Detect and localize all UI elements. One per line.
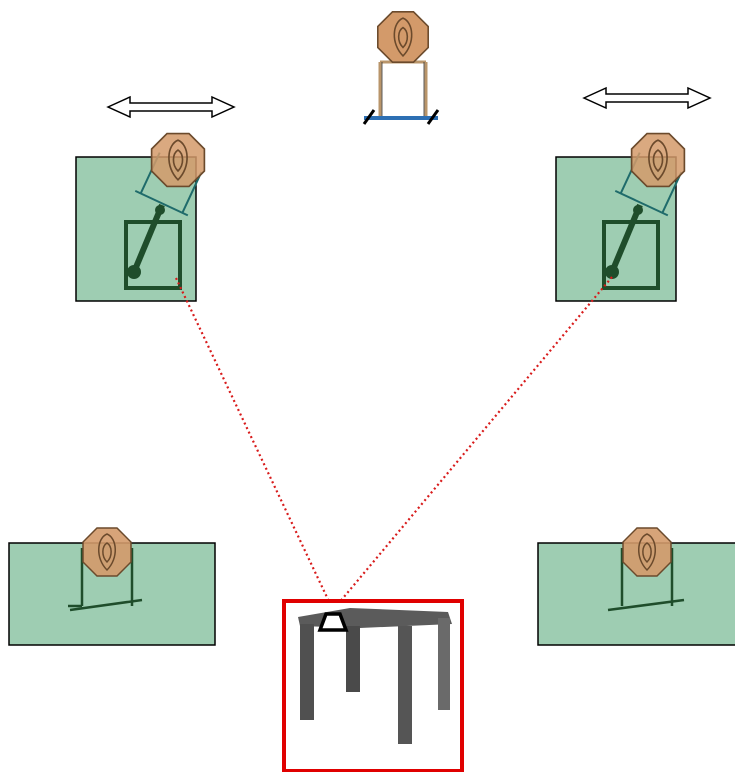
steel-target-icon [622, 527, 672, 577]
double-arrow-icon [106, 95, 236, 119]
double-arrow-icon [582, 86, 712, 110]
stand-icon [607, 548, 685, 612]
sight-line-left [175, 277, 334, 611]
swinger-arm [131, 203, 165, 274]
swinger-right [555, 132, 686, 302]
shooter-position-icon [317, 612, 349, 632]
stand-icon [378, 60, 428, 118]
stand-icon [68, 548, 143, 612]
swinger-left [75, 132, 206, 302]
steel-target-icon [377, 11, 429, 63]
pivot-icon [127, 265, 141, 279]
steel-target-icon [82, 527, 132, 577]
target-box-lower-right [537, 527, 735, 646]
start-position [282, 599, 464, 772]
steel-target-icon [630, 132, 686, 188]
target-box-lower-left [8, 527, 216, 646]
pivot-icon [605, 265, 619, 279]
steel-target-icon [150, 132, 206, 188]
swinger-arm [609, 203, 643, 274]
static-target-top [362, 11, 440, 125]
